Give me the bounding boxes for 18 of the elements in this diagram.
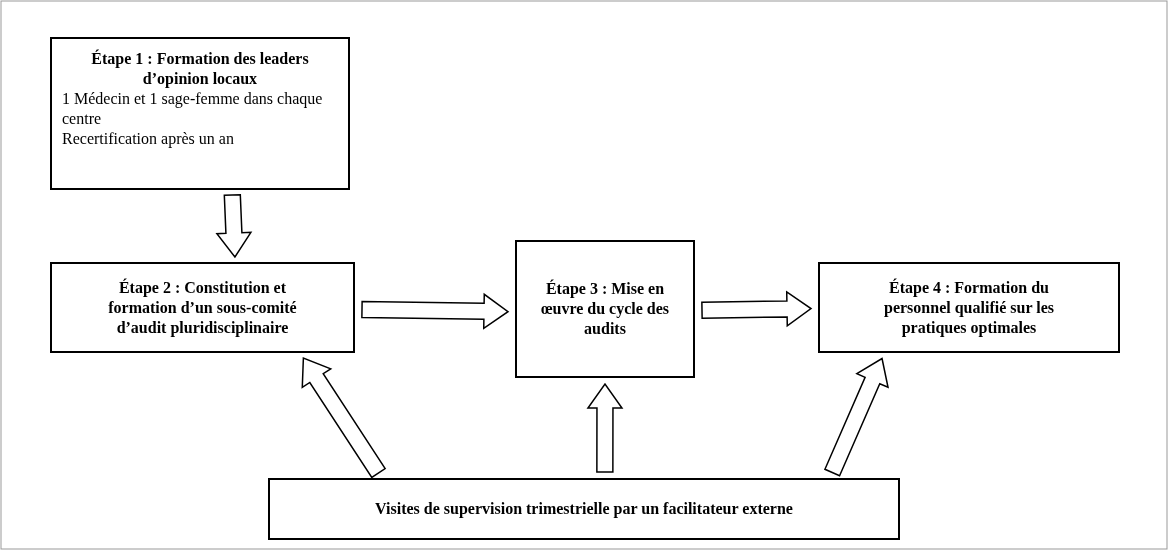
step-title: Étape 3 : Mise en œuvre du cycle des audits bbox=[539, 279, 671, 339]
step-title: Étape 2 : Constitution et formation d’un sous-comité d’audit pluridisciplinaire bbox=[107, 277, 298, 338]
block-arrow bbox=[215, 193, 253, 259]
step-title: Étape 4 : Formation du personnel qualifié sur les pratiques optimales bbox=[883, 277, 1055, 338]
block-arrow bbox=[586, 382, 624, 473]
step-title: Étape 1 : Formation des leaders d’opinion locaux bbox=[90, 49, 310, 89]
process-box bbox=[50, 37, 350, 190]
step-title: Visites de supervision trimestrielle par un facilitateur externe bbox=[375, 499, 793, 519]
step-detail: 1 Médecin et 1 sage-femme dans chaque centre bbox=[62, 89, 324, 129]
process-box bbox=[818, 262, 1120, 353]
step-detail: Recertification après un an bbox=[62, 129, 235, 149]
block-arrow bbox=[823, 357, 890, 477]
process-box bbox=[268, 478, 900, 540]
block-arrow bbox=[361, 292, 510, 330]
process-box bbox=[515, 240, 695, 378]
block-arrow bbox=[701, 290, 813, 328]
block-arrow bbox=[301, 356, 387, 479]
process-box bbox=[50, 262, 355, 353]
